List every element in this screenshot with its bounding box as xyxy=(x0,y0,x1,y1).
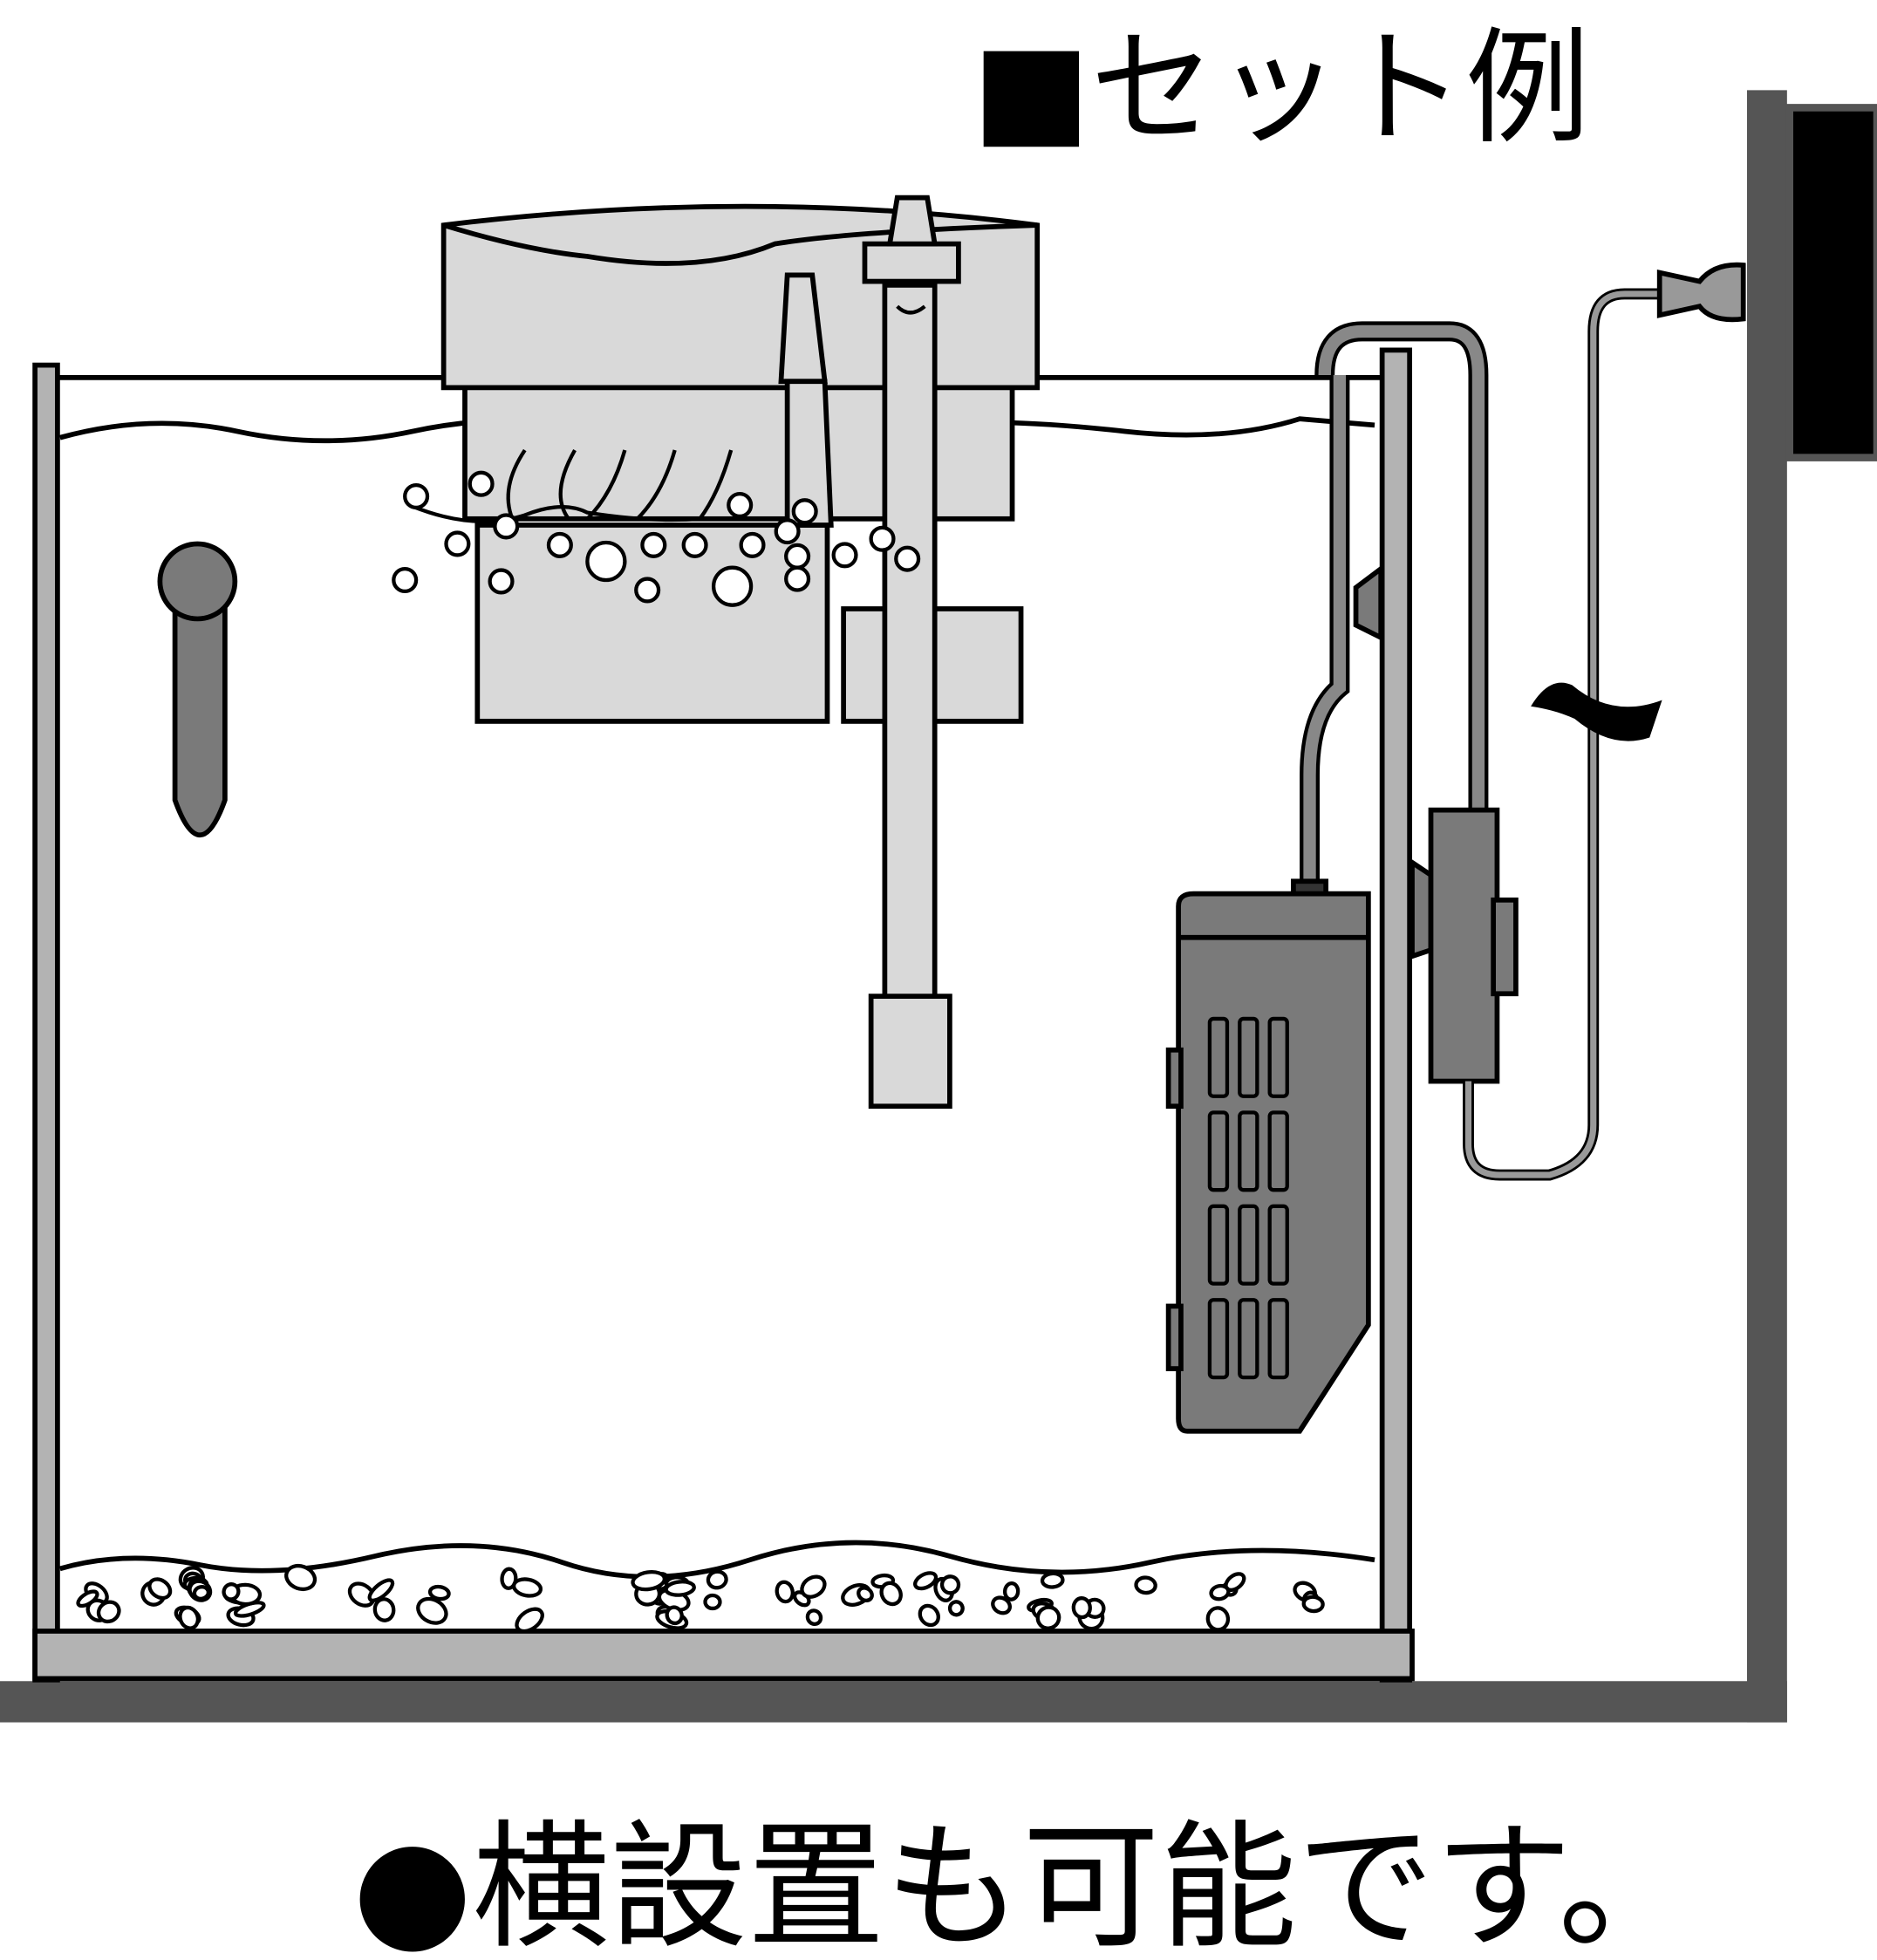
bubble xyxy=(444,530,471,557)
gravel xyxy=(58,1540,1375,1634)
gravel-stone xyxy=(991,1595,1012,1615)
gravel-stone xyxy=(372,1597,396,1622)
gravel-stone xyxy=(222,1582,241,1601)
bubble xyxy=(634,577,661,604)
heater-slot xyxy=(1207,1110,1230,1192)
gravel-stone xyxy=(427,1584,451,1601)
gravel-stone xyxy=(1035,1605,1061,1630)
gravel-stone xyxy=(192,1585,211,1601)
heater-slot xyxy=(1267,1110,1289,1192)
intake-pipe xyxy=(882,283,938,1003)
bubble xyxy=(681,531,708,558)
bubble xyxy=(711,565,754,607)
caption-text: ●横設置も可能です。 xyxy=(352,1808,1696,1960)
bubble xyxy=(546,531,573,558)
gravel-stone xyxy=(178,1605,201,1630)
wall xyxy=(1746,90,1787,1723)
gravel-stone xyxy=(939,1574,961,1595)
heater xyxy=(1165,321,1519,1434)
gravel-stone xyxy=(879,1581,903,1607)
gravel-stone xyxy=(947,1600,965,1617)
bubble xyxy=(585,540,627,583)
gravel-stone xyxy=(631,1570,667,1592)
heater-slot xyxy=(1238,1016,1259,1098)
gravel-stone xyxy=(1134,1575,1157,1595)
heater-slot xyxy=(1267,1016,1289,1098)
bubble xyxy=(739,531,766,558)
gravel-stone xyxy=(1071,1596,1092,1620)
gravel-stone xyxy=(515,1607,544,1634)
bubble xyxy=(640,531,667,558)
gravel-stone xyxy=(775,1580,795,1604)
bubble xyxy=(869,525,896,552)
gravel-stone xyxy=(913,1571,938,1591)
gravel-stone xyxy=(147,1577,173,1601)
intake-strainer xyxy=(868,994,952,1110)
thermometer-icon xyxy=(157,541,238,838)
gravel-stone xyxy=(1301,1595,1325,1614)
gravel-stone xyxy=(1002,1581,1020,1601)
bubble xyxy=(493,513,520,540)
heater-slot xyxy=(1238,1298,1259,1380)
gravel-stone xyxy=(664,1580,696,1597)
air-bubbles xyxy=(392,470,921,607)
bubble xyxy=(791,498,818,525)
gravel-stone xyxy=(706,1569,728,1590)
bubble xyxy=(727,492,754,519)
gravel-stone xyxy=(347,1581,376,1608)
heater-slot xyxy=(1207,1298,1230,1380)
power-outlet xyxy=(1785,104,1877,461)
gravel-stone xyxy=(367,1578,395,1602)
bubble xyxy=(831,542,858,569)
bubble xyxy=(488,568,515,595)
bubble xyxy=(784,565,811,592)
gravel-stone xyxy=(76,1589,99,1608)
gravel-stone xyxy=(800,1574,827,1599)
filter-cover xyxy=(440,203,1041,391)
gravel-stone xyxy=(918,1603,940,1628)
title-text: ■セット例 xyxy=(973,16,1590,161)
heater-slot xyxy=(1207,1204,1230,1286)
cable-break-mark xyxy=(1531,682,1662,741)
hang-on-filter xyxy=(412,195,1041,1110)
power-plug xyxy=(1656,262,1746,323)
floor xyxy=(0,1681,1787,1723)
bubble xyxy=(392,566,419,594)
bubble xyxy=(468,470,495,497)
gravel-stone xyxy=(805,1608,823,1627)
gravel-stone xyxy=(1040,1571,1065,1589)
gravel-stone xyxy=(665,1605,684,1626)
bubble xyxy=(894,545,921,572)
tank-right-glass xyxy=(1379,347,1413,1683)
gravel-stone xyxy=(857,1586,874,1602)
heater-slot xyxy=(1207,1016,1230,1098)
gravel-stone xyxy=(1205,1606,1231,1632)
bubble xyxy=(774,518,801,545)
power-cable xyxy=(1463,262,1746,1181)
tank-bottom xyxy=(32,1629,1415,1682)
bubble xyxy=(784,543,811,570)
heater-slot xyxy=(1238,1204,1259,1286)
gravel-stone xyxy=(500,1567,518,1590)
heater-slot xyxy=(1267,1204,1289,1286)
bubble xyxy=(403,482,430,510)
gravel-stone xyxy=(284,1563,317,1592)
gravel-stone xyxy=(703,1593,722,1611)
heater-controller xyxy=(1428,807,1500,1084)
heater-slot xyxy=(1267,1298,1289,1380)
gravel-stone xyxy=(1209,1583,1231,1601)
gravel-stone xyxy=(416,1596,448,1625)
gravel-stone xyxy=(96,1600,121,1624)
tank-left-glass xyxy=(32,362,60,1683)
heater-slot xyxy=(1238,1110,1259,1192)
gravel-stone xyxy=(511,1577,543,1598)
